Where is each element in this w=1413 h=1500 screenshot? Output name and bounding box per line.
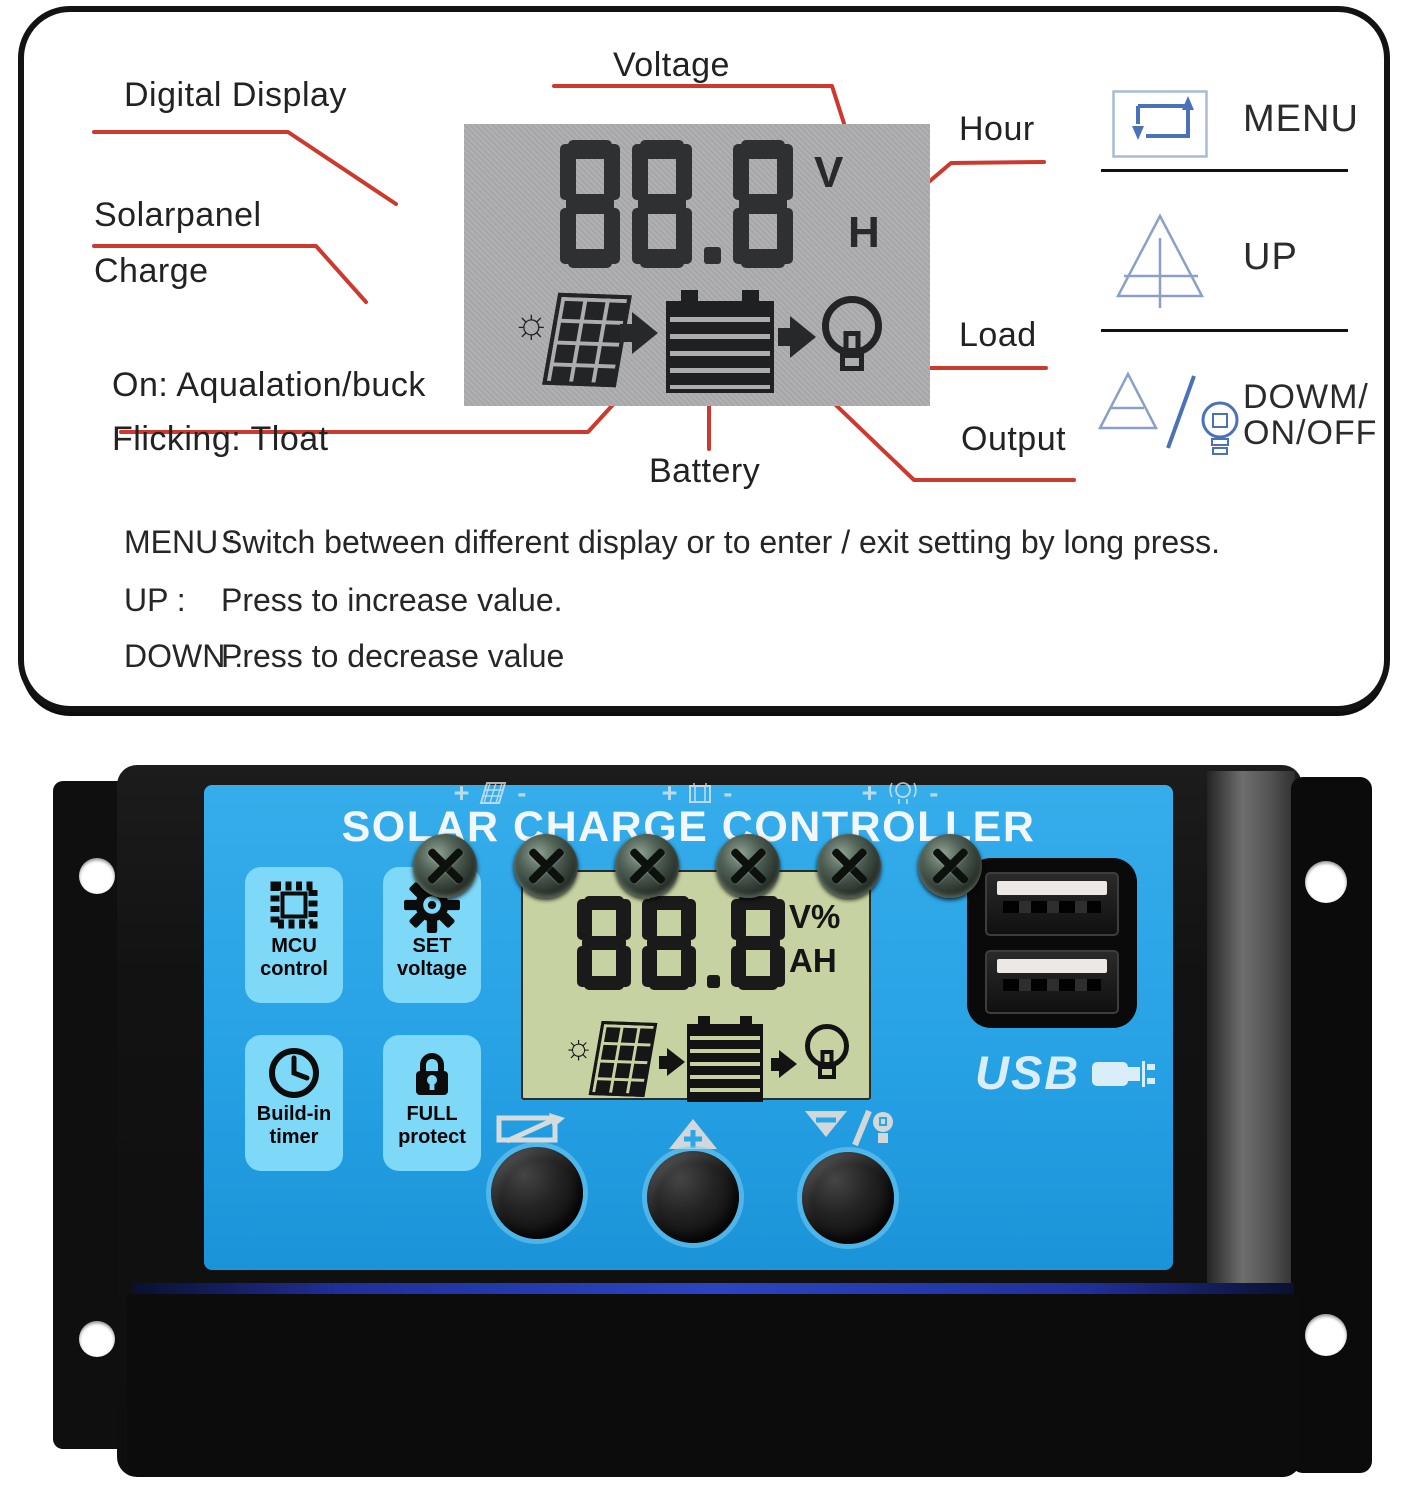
badge-line: timer	[269, 1126, 319, 1148]
usb-label-row: USB	[975, 1045, 1156, 1100]
terminal-marking-solar: + -	[420, 774, 560, 812]
terminal-screw	[716, 834, 780, 898]
mount-hole	[1305, 1314, 1347, 1356]
key-up-label: UP	[1243, 236, 1298, 278]
label-charge: Charge	[94, 252, 209, 290]
up-button	[647, 1151, 739, 1243]
badge-line: MCU	[271, 935, 317, 957]
badge-line: Build-in	[256, 1103, 332, 1125]
lcd-value	[560, 138, 793, 268]
terminal-screw	[918, 834, 982, 898]
hour-unit: H	[848, 208, 880, 257]
usb-port-bottom	[985, 950, 1119, 1014]
output-arrow-icon	[771, 1050, 797, 1078]
label-voltage: Voltage	[613, 46, 730, 84]
clock-icon	[266, 1043, 322, 1103]
menu-loop-icon	[1112, 90, 1208, 158]
terminal-screw	[514, 834, 578, 898]
badge-mcu-control: MCU control	[245, 867, 343, 1003]
key-down-label-line1: DOWM/	[1243, 378, 1369, 416]
badge-full-protect: FULL protect	[383, 1035, 481, 1171]
load-bulb-icon	[805, 1024, 849, 1079]
minus-mark: -	[723, 777, 733, 808]
mount-hole	[79, 858, 115, 894]
instruction-panel: Digital Display Voltage Solarpanel Charg…	[18, 6, 1390, 712]
badge-line: FULL	[406, 1103, 458, 1125]
instruction-text: Press to decrease value	[221, 638, 565, 674]
plus-mark: +	[453, 777, 470, 808]
usb-port-top	[985, 872, 1119, 936]
gear-icon	[403, 875, 461, 935]
charge-arrow-icon	[620, 312, 658, 354]
badge-line: voltage	[396, 958, 468, 980]
down-onoff-icon	[1097, 371, 1239, 455]
label-load: Load	[959, 316, 1037, 354]
terminal-marking-load: + -	[830, 774, 970, 812]
instruction-key: UP :	[124, 582, 186, 618]
lcd-value	[577, 896, 785, 990]
lock-icon	[404, 1043, 460, 1103]
label-digital-display: Digital Display	[124, 76, 347, 114]
up-triangle-icon	[1115, 213, 1205, 308]
volt-percent-unit: V%	[789, 898, 841, 935]
mount-hole	[79, 1321, 115, 1357]
usb-label: USB	[975, 1046, 1081, 1099]
terminal-screw	[413, 834, 477, 898]
down-onoff-button	[802, 1152, 894, 1244]
terminal-marking-battery: + -	[627, 774, 767, 812]
label-battery: Battery	[649, 452, 761, 490]
key-down-label-line2: ON/OFF	[1243, 414, 1378, 452]
instruction-text: Press to increase value.	[221, 582, 563, 618]
usb-ports	[967, 858, 1137, 1028]
badge-line: protect	[398, 1126, 466, 1148]
chip-icon	[266, 875, 322, 935]
instruction-key: MENU :	[124, 524, 236, 560]
bulb-icon	[889, 782, 917, 804]
label-hour: Hour	[959, 110, 1035, 148]
divider	[1101, 169, 1348, 172]
output-arrow-icon	[778, 316, 816, 358]
down-onoff-button-icon	[805, 1109, 893, 1147]
terminal-block	[127, 1294, 1299, 1477]
terminal-screw	[615, 834, 679, 898]
label-output: Output	[961, 420, 1067, 458]
lcd-diagram: V H ☼	[464, 124, 930, 406]
usb-plug-icon	[1092, 1060, 1156, 1087]
amp-hour-unit: AH	[789, 942, 837, 979]
badge-build-in-timer: Build-in timer	[245, 1035, 343, 1171]
divider	[1101, 329, 1348, 332]
sun-icon: ☼	[563, 1028, 595, 1066]
label-flicking: Flicking: Tloat	[112, 420, 329, 458]
lcd-product: V% AH ☼	[521, 870, 871, 1102]
battery-icon	[666, 290, 774, 393]
plus-mark: +	[661, 777, 678, 808]
terminal-screw	[817, 834, 881, 898]
badge-line: control	[260, 958, 328, 980]
mount-hole	[1305, 861, 1347, 903]
battery-icon	[687, 1016, 763, 1102]
sun-icon: ☼	[512, 299, 551, 346]
up-button-icon	[669, 1119, 717, 1149]
key-menu-label: MENU	[1243, 98, 1359, 140]
instruction-text: Switch between different display or to e…	[221, 524, 1221, 560]
panel-bottom-strip	[134, 1283, 1294, 1294]
badge-line: SET	[412, 935, 452, 957]
solar-panel-icon	[480, 782, 507, 804]
solar-panel-icon	[588, 1021, 658, 1097]
label-on-state: On: Aqualation/buck	[112, 366, 426, 404]
battery-icon	[689, 783, 712, 803]
load-bulb-icon	[822, 296, 882, 371]
charge-arrow-icon	[659, 1048, 685, 1076]
solar-panel-icon	[542, 292, 632, 388]
instruction-key: DOWN :	[124, 638, 244, 674]
label-solarpanel: Solarpanel	[94, 196, 262, 234]
minus-mark: -	[517, 777, 527, 808]
minus-mark: -	[929, 777, 939, 808]
product-photo: SOLAR CHARGE CONTROLLER MCU control	[39, 755, 1375, 1500]
volt-unit: V	[814, 148, 844, 197]
plus-mark: +	[861, 777, 878, 808]
menu-button-icon	[496, 1113, 565, 1144]
menu-button	[491, 1147, 583, 1239]
